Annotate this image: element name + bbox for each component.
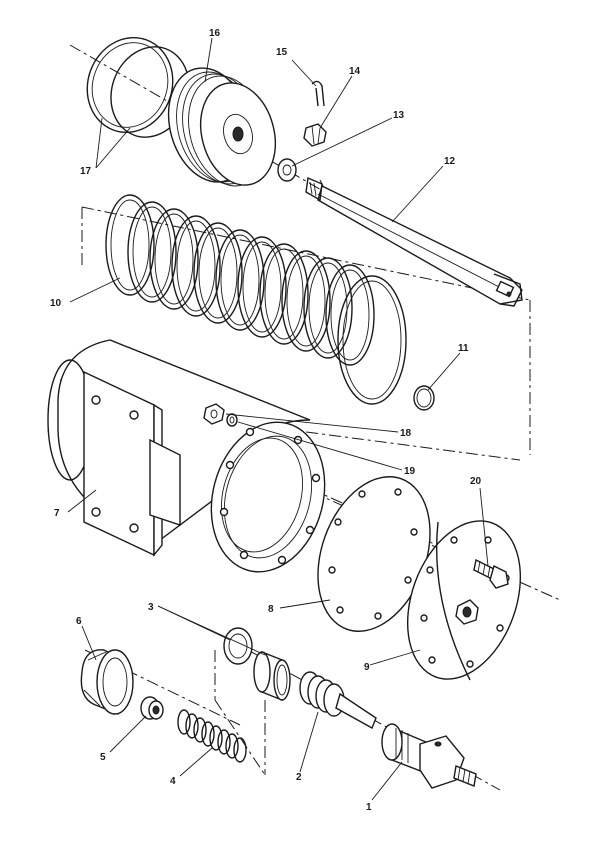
callout-12: 12 (444, 156, 456, 167)
callout-10: 10 (50, 298, 62, 309)
part-9-cylinder-head (406, 520, 522, 681)
part-5-spacer (140, 696, 164, 720)
callout-8: 8 (268, 604, 274, 615)
part-10-spring (105, 194, 407, 405)
callout-labels: 16 15 14 13 12 17 10 11 18 19 20 7 8 3 6… (50, 28, 482, 813)
part-4-small-spring (177, 709, 247, 763)
part-12-piston-rod (305, 176, 523, 307)
callout-16: 16 (209, 28, 221, 39)
leader-lines (67, 37, 489, 801)
callout-15: 15 (276, 47, 288, 58)
part-16-piston (167, 67, 276, 187)
part-8-gasket (317, 476, 431, 632)
callout-13: 13 (393, 110, 405, 121)
callout-1: 1 (366, 802, 372, 813)
part-20-bolt (473, 558, 509, 589)
callout-17: 17 (80, 166, 92, 177)
part-14-castle-nut (303, 123, 327, 147)
callout-19: 19 (404, 466, 416, 477)
callout-6: 6 (76, 616, 82, 627)
part-18-nut (203, 403, 225, 425)
callout-18: 18 (400, 428, 412, 439)
callout-11: 11 (458, 343, 469, 354)
part-2-valve (299, 671, 377, 729)
callout-2: 2 (296, 772, 302, 783)
callout-7: 7 (54, 508, 60, 519)
cylinder-flange (210, 421, 326, 573)
callout-14: 14 (349, 66, 361, 77)
part-1-valve-body (381, 723, 477, 789)
callout-5: 5 (100, 752, 106, 763)
part-13-washer (277, 158, 297, 182)
callout-4: 4 (170, 776, 176, 787)
callout-9: 9 (364, 662, 370, 673)
part-19-washer (226, 413, 238, 427)
part-7-mounting-plate (83, 370, 181, 557)
part-3-seals (223, 627, 291, 702)
part-11-o-ring (413, 385, 435, 411)
part-15-cotter-pin (311, 80, 325, 107)
callout-3: 3 (148, 602, 154, 613)
callout-20: 20 (470, 476, 482, 487)
part-6-gland-nut (80, 649, 134, 715)
